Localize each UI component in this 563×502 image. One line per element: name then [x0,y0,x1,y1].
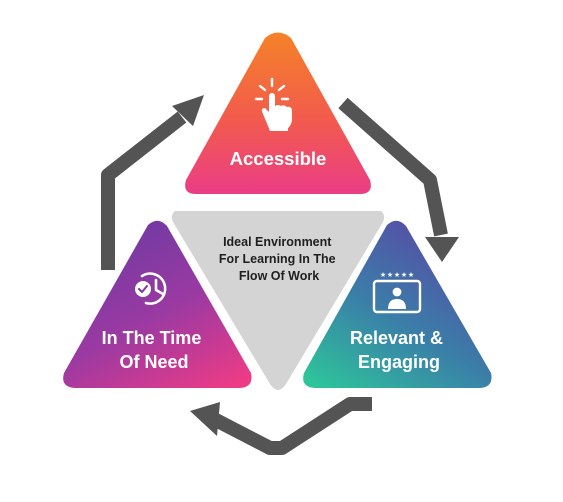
monitor-icon [372,279,422,314]
svg-text:★: ★ [394,271,400,279]
arrow-left-to-top [101,111,187,270]
cycle-arrows [101,97,448,455]
accessible-node: Accessible [185,32,371,194]
relevant-label: Relevant & Engaging [350,328,448,372]
svg-text:★: ★ [408,271,414,279]
center-line-2: For Learning In The [219,252,336,266]
center-line-1: Ideal Environment [223,235,332,249]
relevant-line-2: Engaging [358,352,440,372]
time-of-need-node: In The Time Of Need [63,220,252,388]
arrow-top-to-right [338,97,448,237]
accessible-line-1: Accessible [230,148,327,169]
svg-text:★: ★ [380,271,386,279]
arrow-right-to-left [208,397,372,455]
time-of-need-triangle [63,220,252,388]
time-of-need-line-2: Of Need [119,352,188,372]
accessible-label: Accessible [230,148,327,169]
time-of-need-label: In The Time Of Need [102,328,207,372]
center-line-3: Flow Of Work [239,269,319,283]
clock-check-icon [135,272,167,305]
tap-hand-icon [254,77,292,131]
video-rating-icon: ★ ★ ★ ★ ★ [372,271,422,314]
arrow-heads [172,95,459,436]
svg-text:★: ★ [387,271,393,279]
center-label: Ideal Environment For Learning In The Fl… [219,235,339,283]
arrowhead-top-left [172,95,204,126]
person-head-icon [392,287,402,297]
arrowhead-right [425,237,459,262]
relevant-node: ★ ★ ★ ★ ★ Relevant & Engaging [303,220,492,388]
center-triangle [171,211,385,390]
arrowhead-bottom [190,402,220,436]
svg-text:★: ★ [401,271,407,279]
relevant-line-1: Relevant & [350,328,443,348]
star-rating-icon: ★ ★ ★ ★ ★ [380,271,414,279]
time-of-need-line-1: In The Time [102,328,202,348]
person-body-icon [388,299,406,309]
